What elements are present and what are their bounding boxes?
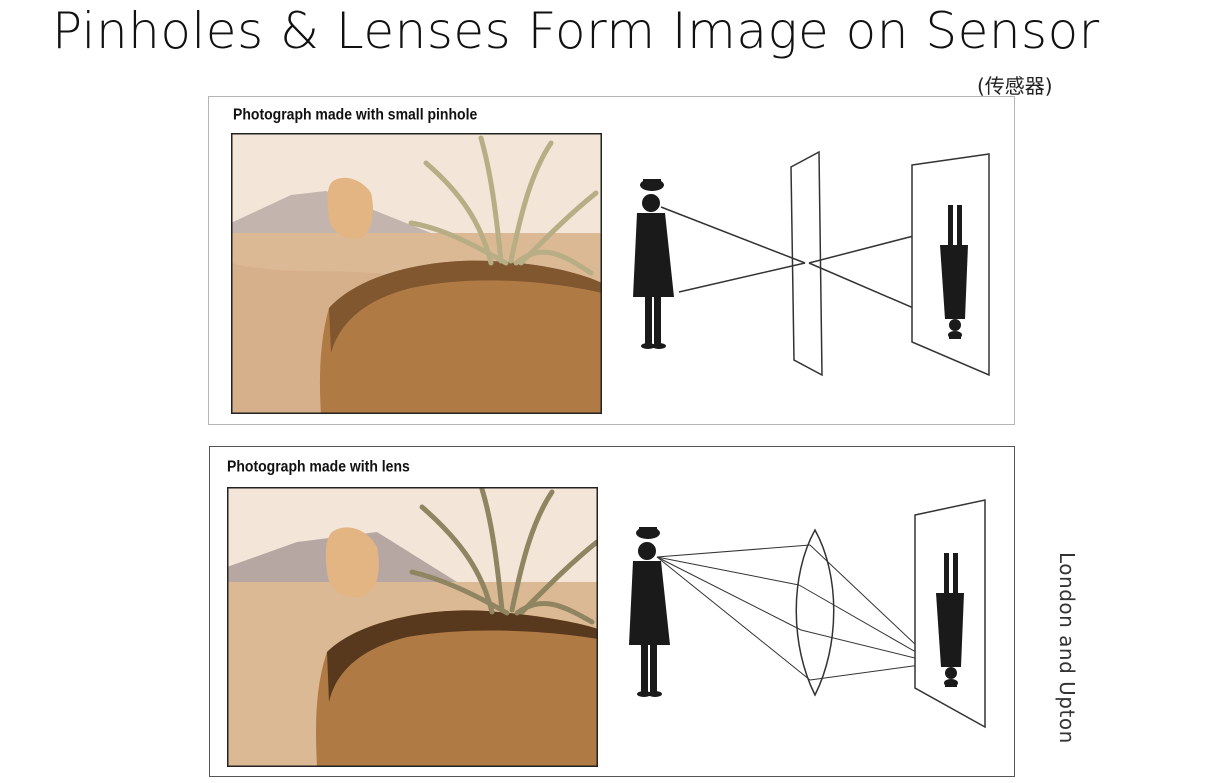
light-rays	[656, 544, 936, 681]
observer-figure	[633, 179, 674, 349]
pinhole-caption: Photograph made with small pinhole	[233, 105, 478, 123]
lens-diagram	[629, 499, 986, 729]
lens-photograph	[227, 487, 598, 767]
observer-figure	[629, 527, 670, 697]
light-rays	[660, 206, 940, 320]
slide-title: Pinholes & Lenses Form Image on Sensor	[52, 2, 1100, 60]
inverted-image	[936, 553, 964, 687]
image-credit: London and Upton	[1055, 552, 1079, 744]
lens-panel: Photograph made with lens	[209, 446, 1015, 777]
lens-shape	[795, 528, 835, 697]
lens-caption: Photograph made with lens	[227, 457, 410, 475]
pinhole-panel: Photograph made with small pinhole	[208, 96, 1015, 425]
pinhole-photograph	[231, 133, 602, 414]
inverted-image	[940, 205, 968, 339]
sensor-annotation: (传感器)	[977, 74, 1053, 98]
pinhole-plate	[790, 150, 823, 377]
pinhole-diagram	[633, 150, 990, 377]
